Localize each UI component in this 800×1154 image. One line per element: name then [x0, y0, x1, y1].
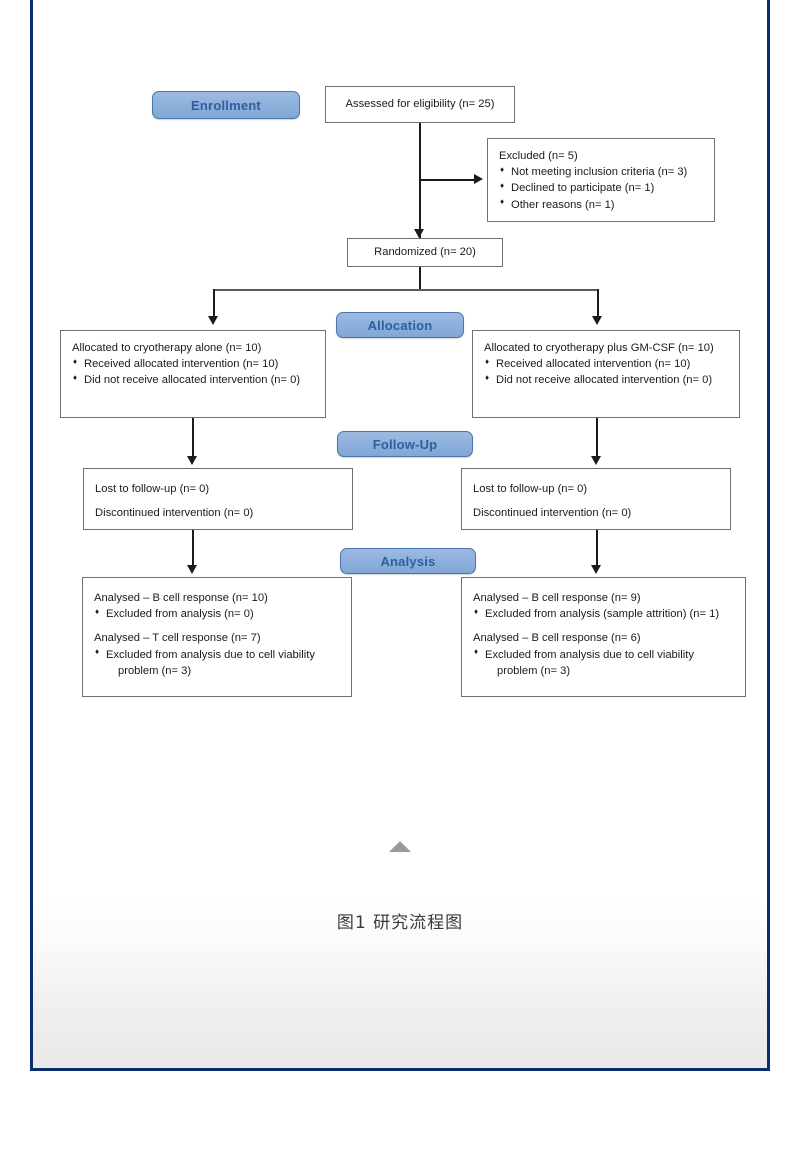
analysis-right-title-2: Analysed – B cell response (n= 6) — [473, 632, 641, 645]
allocation-left-title: Allocated to cryotherapy alone (n= 10) — [72, 342, 262, 354]
analysis-right-spacer — [473, 622, 734, 630]
box-excluded: Excluded (n= 5) Not meeting inclusion cr… — [487, 138, 715, 222]
excluded-item-3: Other reasons (n= 1) — [499, 196, 703, 213]
box-analysis-left: Analysed – B cell response (n= 10) Exclu… — [82, 577, 352, 697]
badge-analysis: Analysis — [340, 548, 476, 574]
arrow-to-analysis-left — [187, 565, 197, 574]
allocation-right-item-2: Did not receive allocated intervention (… — [484, 372, 728, 388]
followup-right-line-1: Lost to follow-up (n= 0) — [473, 483, 588, 495]
badge-followup-label: Follow-Up — [372, 436, 438, 452]
followup-left-line-2: Discontinued intervention (n= 0) — [95, 507, 254, 520]
followup-left-line-1: Lost to follow-up (n= 0) — [95, 483, 210, 495]
excluded-item-2: Declined to participate (n= 1) — [499, 180, 703, 196]
connector-to-excluded — [421, 179, 474, 181]
connector-split-horizontal — [213, 289, 599, 291]
connector-split-left — [213, 289, 215, 318]
connector-assessed-to-randomized — [419, 123, 421, 238]
arrow-to-followup-left — [187, 456, 197, 465]
analysis-right-item-2: Excluded from analysis due to cell viabi… — [473, 647, 734, 679]
connector-alloc-left-to-followup — [192, 418, 194, 458]
connector-split-right — [597, 289, 599, 318]
analysis-left-title-1: Analysed – B cell response (n= 10) — [94, 592, 268, 604]
arrow-to-followup-right — [591, 456, 601, 465]
analysis-left-item-2: Excluded from analysis due to cell viabi… — [94, 647, 340, 679]
allocation-right-item-1: Received allocated intervention (n= 10) — [484, 356, 728, 372]
box-allocation-right: Allocated to cryotherapy plus GM-CSF (n=… — [472, 330, 740, 418]
excluded-item-1: Not meeting inclusion criteria (n= 3) — [499, 164, 703, 180]
badge-analysis-label: Analysis — [380, 553, 436, 569]
box-analysis-right: Analysed – B cell response (n= 9) Exclud… — [461, 577, 746, 697]
analysis-left-spacer — [94, 622, 340, 630]
connector-followup-right-to-analysis — [596, 530, 598, 567]
arrow-to-randomized — [414, 229, 424, 238]
badge-allocation-label: Allocation — [367, 317, 433, 333]
arrow-to-excluded — [474, 174, 483, 184]
connector-followup-left-to-analysis — [192, 530, 194, 567]
box-followup-right: Lost to follow-up (n= 0) Discontinued in… — [461, 468, 731, 530]
randomized-text: Randomized (n= 20) — [374, 246, 476, 259]
allocation-right-title: Allocated to cryotherapy plus GM-CSF (n=… — [484, 342, 714, 354]
followup-right-spacer — [473, 497, 719, 505]
badge-enrollment: Enrollment — [152, 91, 300, 119]
followup-right-line-2: Discontinued intervention (n= 0) — [473, 507, 632, 520]
arrow-to-allocation-right — [592, 316, 602, 325]
box-assessed-for-eligibility: Assessed for eligibility (n= 25) — [325, 86, 515, 123]
assessed-text: Assessed for eligibility (n= 25) — [345, 98, 495, 111]
arrow-to-analysis-right — [591, 565, 601, 574]
analysis-right-title-1: Analysed – B cell response (n= 9) — [473, 592, 641, 604]
allocation-left-item-2: Did not receive allocated intervention (… — [72, 372, 314, 388]
analysis-left-item-1: Excluded from analysis (n= 0) — [94, 606, 340, 622]
allocation-left-item-1: Received allocated intervention (n= 10) — [72, 356, 314, 372]
followup-left-spacer — [95, 497, 341, 505]
arrow-to-allocation-left — [208, 316, 218, 325]
badge-allocation: Allocation — [336, 312, 464, 338]
badge-enrollment-label: Enrollment — [191, 97, 261, 113]
figure-caption: 图1 研究流程图 — [336, 913, 464, 933]
box-allocation-left: Allocated to cryotherapy alone (n= 10) R… — [60, 330, 326, 418]
scroll-to-top-icon[interactable] — [389, 841, 411, 852]
connector-alloc-right-to-followup — [596, 418, 598, 458]
analysis-left-title-2: Analysed – T cell response (n= 7) — [94, 632, 261, 645]
box-followup-left: Lost to follow-up (n= 0) Discontinued in… — [83, 468, 353, 530]
excluded-title: Excluded (n= 5) — [499, 150, 578, 162]
page-bottom-rule — [30, 1068, 770, 1071]
badge-followup: Follow-Up — [337, 431, 473, 457]
connector-randomized-stub — [419, 267, 421, 290]
analysis-right-item-1: Excluded from analysis (sample attrition… — [473, 606, 734, 622]
box-randomized: Randomized (n= 20) — [347, 238, 503, 267]
